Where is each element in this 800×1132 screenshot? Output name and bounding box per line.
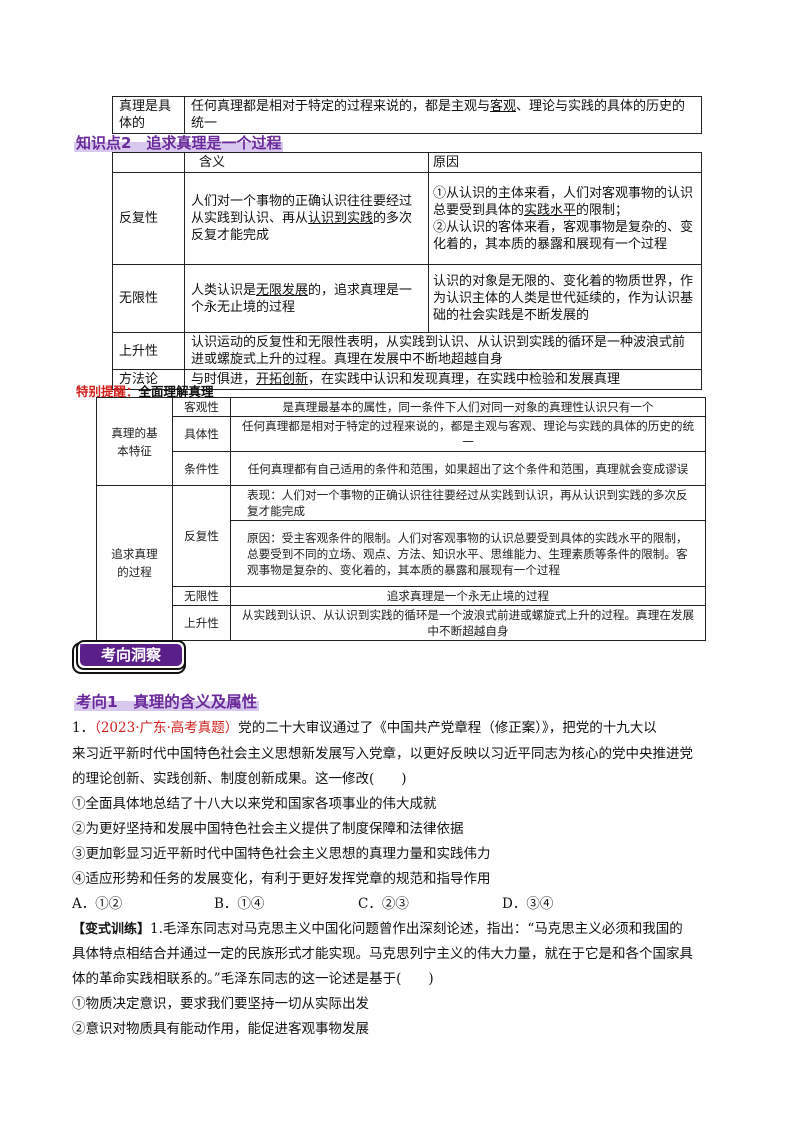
truth-concrete-content: 任何真理都是相对于特定的过程来说的，都是主观与客观、理论与实践的具体的历史的统一 xyxy=(184,96,702,134)
truth-process-table: 含义 原因 反复性 人们对一个事物的正确认识往往要经过从实践到认识、再从认识到实… xyxy=(112,152,702,390)
direction-1-title: 考向1 真理的含义及属性 xyxy=(74,693,260,711)
choice-d: D．③④ xyxy=(502,896,554,912)
row-name-concrete: 具体性 xyxy=(172,416,231,452)
conditional-text: 任何真理都有自己适用的条件和范围，如果超出了这个条件和范围，真理就会变成谬误 xyxy=(230,451,706,486)
row-name-conditional: 条件性 xyxy=(172,451,231,486)
truth-concrete-table: 真理是具体的 任何真理都是相对于特定的过程来说的，都是主观与客观、理论与实践的具… xyxy=(112,96,702,134)
infinite-meaning: 人类认识是无限发展的，追求真理是一个永无止境的过程 xyxy=(184,264,429,333)
repeat-meaning: 人们对一个事物的正确认识往往要经过从实践到认识、再从认识到实践的多次反复才能完成 xyxy=(184,172,429,265)
knowledge-point-2-title: 知识点2 追求真理是一个过程 xyxy=(74,134,284,152)
row-name-repeat: 反复性 xyxy=(112,172,185,265)
variant-line3: 体的革命实践相联系的。”毛泽东同志的这一论述是基于( ) xyxy=(72,971,434,987)
row-name-rising: 上升性 xyxy=(112,332,185,370)
choice-a: A．①② xyxy=(72,896,123,912)
truth-concrete-label: 真理是具体的 xyxy=(112,96,185,134)
variant-option-2: ②意识对物质具有能动作用，能促进客观事物发展 xyxy=(72,1021,369,1037)
q1-line1: 1．（2023·广东·高考真题）党的二十大审议通过了《中国共产党章程（修正案）》… xyxy=(72,720,657,736)
group-basic-features: 真理的基本特征 xyxy=(96,397,173,486)
header-reason: 原因 xyxy=(428,152,702,173)
row-name-repeat2: 反复性 xyxy=(172,485,231,587)
method-text: 与时俱进，开拓创新，在实践中认识和发现真理，在实践中检验和发展真理 xyxy=(184,369,702,390)
choice-c: C．②③ xyxy=(358,896,409,912)
q1-choices: A．①② B．①④ C．②③ D．③④ xyxy=(72,893,732,915)
concrete-text: 任何真理都是相对于特定的过程来说的，都是主观与客观、理论与实践的具体的历史的统一 xyxy=(230,416,706,452)
row-name-objective: 客观性 xyxy=(172,397,231,417)
row-name-rising2: 上升性 xyxy=(172,605,231,641)
truth-summary-table: 真理的基本特征 客观性 是真理最基本的属性，同一条件下人们对同一对象的真理性认识… xyxy=(96,397,706,641)
repeat-expression: 表现：人们对一个事物的正确认识往往要经过从实践到认识，再从认识到实践的多次反复才… xyxy=(230,485,706,521)
variant-line1: 【变式训练】1.毛泽东同志对马克思主义中国化问题曾作出深刻论述，指出：“马克思主… xyxy=(72,921,683,937)
infinite-reason: 认识的对象是无限的、变化着的物质世界，作为认识主体的人类是世代延续的，作为认识基… xyxy=(428,264,702,333)
header-meaning: 含义 xyxy=(184,152,429,173)
row-name-infinite2: 无限性 xyxy=(172,586,231,606)
rising-text2: 从实践到认识、从认识到实践的循环是一个波浪式前进或螺旋式上升的过程。真理在发展中… xyxy=(230,605,706,641)
rising-text: 认识运动的反复性和无限性表明，从实践到认识、从认识到实践的循环是一种波浪式前进或… xyxy=(184,332,702,370)
q1-option-4: ④适应形势和任务的发展变化，有利于更好发挥党章的规范和指导作用 xyxy=(72,871,491,887)
row-name-method: 方法论 xyxy=(112,369,185,390)
q1-option-3: ③更加彰显习近平新时代中国特色社会主义思想的真理力量和实践伟力 xyxy=(72,846,491,862)
infinite-text2: 追求真理是一个永无止境的过程 xyxy=(230,586,706,606)
badge-text: 考向洞察 xyxy=(100,646,161,664)
special-reminder: 特别提醒：全面理解真理 xyxy=(76,384,214,399)
variant-option-1: ①物质决定意识，要求我们要坚持一切从实际出发 xyxy=(72,996,369,1012)
repeat-cause: 原因：受主客观条件的限制。人们对客观事物的认识总要受到具体的实践水平的限制，总要… xyxy=(230,520,706,587)
group-pursue-truth: 追求真理的过程 xyxy=(96,485,173,641)
q1-line3: 的理论创新、实践创新、制度创新成果。这一修改( ) xyxy=(72,771,407,787)
objective-text: 是真理最基本的属性，同一条件下人们对同一对象的真理性认识只有一个 xyxy=(230,397,706,417)
q1-line2: 来习近平新时代中国特色社会主义思想新发展写入党章，以更好反映以习近平同志为核心的… xyxy=(72,746,693,762)
q1-option-1: ①全面具体地总结了十八大以来党和国家各项事业的伟大成就 xyxy=(72,796,437,812)
variant-line2: 具体特点相结合并通过一定的民族形式才能实现。马克思列宁主义的伟大力量，就在于它是… xyxy=(72,946,693,962)
row-name-infinite: 无限性 xyxy=(112,264,185,333)
badge-shape-icon xyxy=(72,640,186,674)
repeat-reason: ①从认识的主体来看，人们对客观事物的认识总要受到具体的实践水平的限制； ②从认识… xyxy=(428,172,702,265)
choice-b: B．①④ xyxy=(214,896,265,912)
exam-direction-badge: 考向洞察 xyxy=(72,640,190,676)
q1-option-2: ②为更好坚持和发展中国特色社会主义提供了制度保障和法律依据 xyxy=(72,821,464,837)
